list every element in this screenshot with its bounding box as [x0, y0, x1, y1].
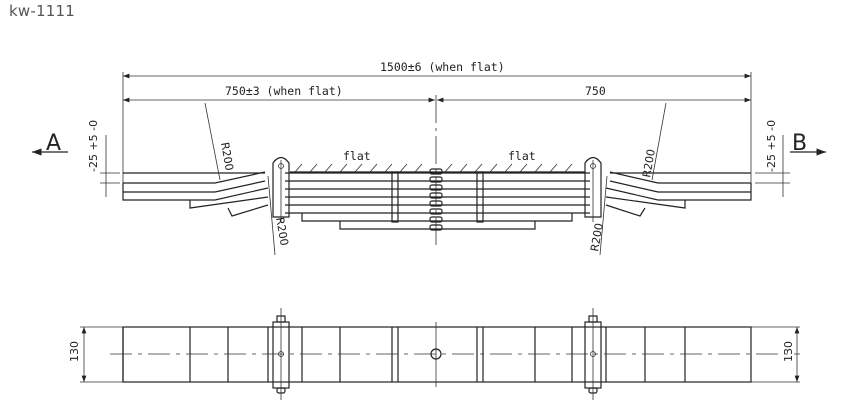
- svg-text:A: A: [46, 131, 61, 156]
- overall-length-label: 1500±6 (when flat): [380, 60, 505, 74]
- right-half-label: 750: [585, 84, 606, 98]
- section-marker-a: A: [32, 131, 68, 156]
- flat-label-right: flat: [508, 149, 536, 163]
- leaf-stack: [122, 168, 752, 231]
- svg-text:-25 +5 -0: -25 +5 -0: [765, 120, 778, 172]
- camber-dimension-right: -25 +5 -0: [755, 120, 790, 197]
- left-half-label: 750±3 (when flat): [225, 84, 343, 98]
- flat-label-left: flat: [343, 149, 371, 163]
- camber-dimension-left: -25 +5 -0: [87, 120, 120, 197]
- half-length-dimension: 750±3 (when flat) 750: [123, 84, 751, 103]
- width-dimension-left: 130: [68, 326, 123, 383]
- svg-text:R200: R200: [640, 148, 658, 178]
- section-marker-b: B: [790, 131, 826, 156]
- width-dimension-right: 130: [751, 326, 800, 383]
- svg-text:-25 +5 -0: -25 +5 -0: [87, 120, 100, 172]
- svg-text:130: 130: [68, 341, 81, 362]
- u-bolt-left: [272, 156, 290, 222]
- plan-view: [110, 308, 800, 400]
- svg-text:R200: R200: [588, 222, 606, 252]
- svg-text:130: 130: [782, 341, 795, 362]
- flat-reference-hatch: flat flat: [290, 149, 585, 173]
- u-bolt-right: [584, 156, 602, 222]
- drawing-title: kw-1111: [9, 2, 75, 20]
- svg-text:B: B: [792, 131, 807, 156]
- overall-length-dimension: 1500±6 (when flat): [122, 60, 752, 200]
- svg-text:R200: R200: [218, 141, 236, 171]
- svg-text:R200: R200: [273, 216, 291, 246]
- radius-leaders: R200 R200 R200 R200: [204, 102, 667, 256]
